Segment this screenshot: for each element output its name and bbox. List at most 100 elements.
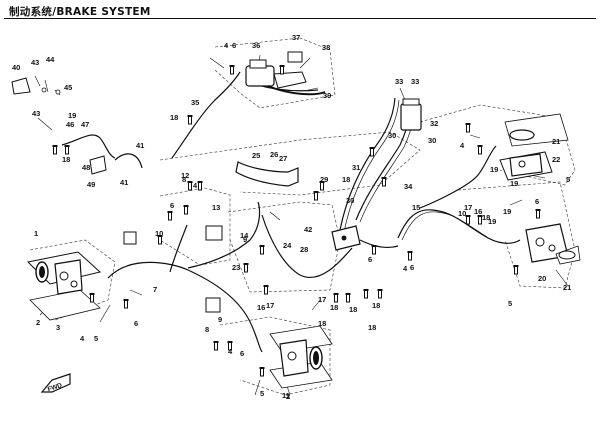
callout-31: 31 [352,163,360,172]
callout-2-left: 2 [36,318,40,327]
callout-33-b: 33 [411,77,419,86]
callout-41-a: 41 [136,141,144,150]
callout-30-mid: 30 [346,196,354,205]
callout-4-left: 4 [80,334,85,343]
callout-29: 29 [320,175,328,184]
callout-30-right: 30 [428,136,436,145]
callout-21-top: 21 [552,137,560,146]
callout-2-right: 2 [286,392,290,401]
callout-4-low: 4 [228,347,233,356]
callout-9-mid: 9 [243,235,247,244]
callout-23: 23 [232,263,240,272]
callout-9-low: 9 [218,315,222,324]
callout-19-rlow: 19 [488,217,496,226]
callout-6-ul: 6 [170,201,174,210]
callout-10-left: 10 [155,229,163,238]
callout-36: 36 [252,41,260,50]
callout-1: 1 [34,229,38,238]
callout-45: 45 [64,83,72,92]
callout-25: 25 [252,151,260,160]
callout-6-left: 6 [134,319,138,328]
callout-46: 46 [66,120,74,129]
callout-48: 48 [82,163,90,172]
callout-28: 28 [300,245,308,254]
diagram-title: 制动系统/BRAKE SYSTEM [9,6,151,18]
callout-37: 37 [292,33,300,42]
callout-27: 27 [279,154,287,163]
callout-5-right: 5 [508,299,512,308]
callout-18-left: 18 [62,155,70,164]
brake-junction-block [123,225,361,313]
callout-30-top: 30 [388,131,396,140]
title-rule [4,18,596,19]
callout-21-bottom: 21 [563,283,571,292]
rear-brake-caliper-upper [499,113,569,181]
callout-16-right: 16 [474,207,482,216]
callout-32: 32 [430,119,438,128]
callout-19-rt: 19 [510,179,518,188]
callout-19-left: 19 [68,111,76,120]
callout-6-rmid: 6 [410,263,414,272]
front-right-brake-assembly [269,325,333,389]
callout-22: 22 [552,155,560,164]
callout-4-rmid: 4 [403,264,408,273]
callout-18-low2: 18 [349,305,357,314]
callout-42: 42 [304,225,312,234]
sensor-bracket [11,77,107,175]
callout-11: 11 [282,391,290,400]
callout-38: 38 [322,43,330,52]
brake-lines [61,71,521,353]
callout-5-left: 5 [94,334,98,343]
callout-8-mid: 8 [182,175,186,184]
callout-49: 49 [87,180,95,189]
fasteners [52,64,541,377]
callout-13: 13 [212,203,220,212]
callout-5-bottom: 5 [260,389,264,398]
callout-10-right: 10 [458,209,466,218]
callout-24: 24 [283,241,292,250]
callout-7: 7 [153,285,157,294]
callout-6-right: 6 [535,197,539,206]
callout-19-right: 19 [490,165,498,174]
master-cylinder [245,51,326,96]
callout-4-top: 4 [224,41,229,50]
callout-18-mid: 18 [342,175,350,184]
callout-17-low: 17 [266,301,274,310]
callout-43-top: 43 [31,58,39,67]
callout-6-low: 6 [240,349,244,358]
callout-6-mid: 6 [368,255,372,264]
leader-lines [34,54,569,396]
callout-4-right: 4 [460,141,465,150]
callout-18-low3: 18 [372,301,380,310]
callout-18-low4: 18 [318,319,326,328]
fwd-arrow: FWD [40,373,71,393]
callout-35: 35 [191,98,199,107]
callout-17-right: 17 [464,203,472,212]
callout-33-a: 33 [395,77,403,86]
brake-fluid-reservoir [400,98,422,131]
callout-16-low: 16 [257,303,265,312]
callout-34: 34 [404,182,413,191]
callout-41-b: 41 [120,178,128,187]
callout-47: 47 [81,120,89,129]
callout-18-top: 18 [170,113,178,122]
callout-20: 20 [538,274,546,283]
callout-43-left: 43 [32,109,40,118]
callout-12: 12 [181,171,189,180]
callout-18-low: 18 [330,303,338,312]
callout-4-mid: 4 [193,181,198,190]
callout-44: 44 [46,55,55,64]
callout-40: 40 [12,63,20,72]
callout-8-low: 8 [205,325,209,334]
callout-15: 15 [412,203,420,212]
rear-brake-caliper-lower [525,223,581,265]
front-left-brake-assembly [26,251,102,321]
callout-26: 26 [270,150,278,159]
callout-14: 14 [240,231,249,240]
fwd-label: FWD [47,382,64,393]
callout-3: 3 [56,323,60,332]
callout-39: 39 [323,91,331,100]
callout-numbers: 1 2 2 3 4 4 4 4 4 4 5 5 5 5 6 6 6 6 6 6 … [12,33,571,401]
